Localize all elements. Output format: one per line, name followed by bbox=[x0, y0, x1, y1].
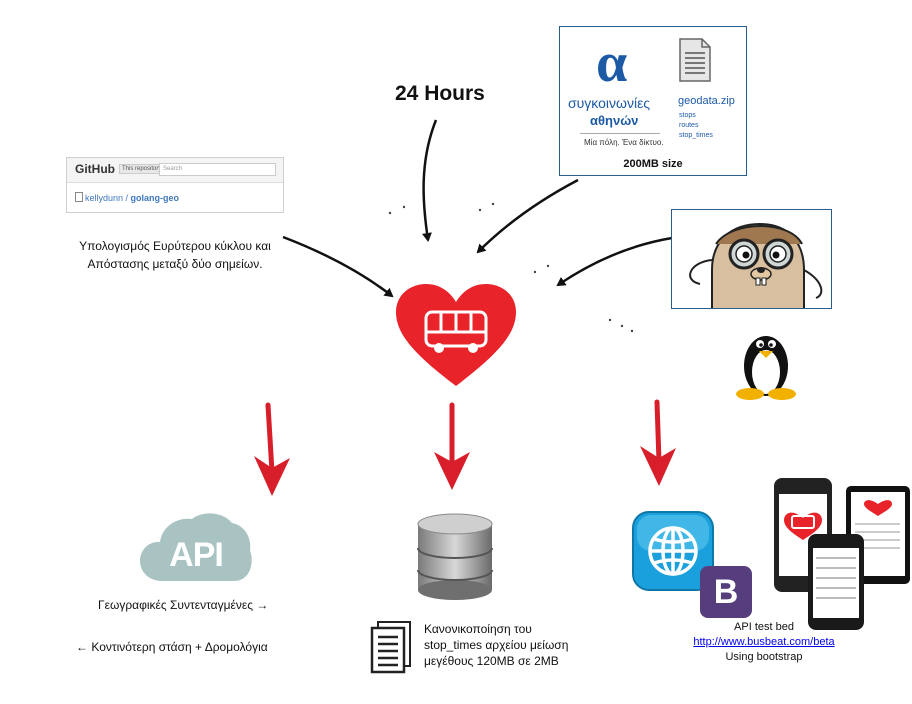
repo-icon bbox=[75, 192, 83, 202]
bootstrap-logo-letter: B bbox=[713, 573, 739, 611]
arrow-gopher-to-heart bbox=[556, 236, 673, 287]
oasa-logo: α bbox=[596, 32, 628, 94]
api-cloud-label: API bbox=[169, 536, 224, 574]
oasa-geodata-card: α συγκοινωνίες αθηνών Μία πόλη. Ένα δίκτ… bbox=[559, 26, 747, 176]
github-header: GitHub This repository Search bbox=[67, 158, 283, 183]
gopher-icon bbox=[689, 222, 823, 308]
arrow-github-to-heart bbox=[282, 235, 394, 298]
bus-icon bbox=[424, 310, 488, 348]
api-test-title: API test bed bbox=[734, 621, 794, 633]
red-arrow-right bbox=[640, 399, 676, 486]
repo-owner: kellydunn / bbox=[85, 193, 129, 203]
oasa-name-line1: συγκοινωνίες bbox=[568, 95, 651, 111]
github-scope-label: This repository bbox=[119, 164, 165, 174]
normalization-description: Κανονικοποίηση του stop_times αρχείου με… bbox=[424, 622, 569, 668]
zip-file-item: routes bbox=[679, 122, 699, 129]
oasa-slogan: Μία πόλη. Ένα δίκτυο. bbox=[584, 138, 664, 147]
zip-file-list: stops routes stop_times bbox=[679, 111, 713, 141]
red-arrow-center bbox=[434, 402, 470, 490]
oasa-name-line2: αθηνών bbox=[590, 113, 639, 128]
device-screenshots bbox=[774, 478, 910, 630]
github-search-input[interactable]: Search bbox=[159, 163, 276, 176]
github-logo: GitHub bbox=[75, 162, 115, 176]
heart-bus-logo bbox=[396, 284, 516, 386]
coordinates-label: Γεωγραφικές Συντενταγμένες → bbox=[98, 598, 269, 612]
great-circle-description: Υπολογισμός Ευρύτερου κύκλου και Απόστασ… bbox=[79, 239, 271, 271]
arrow-hours-to-heart bbox=[422, 119, 438, 242]
bootstrap-logo-icon bbox=[700, 566, 752, 618]
api-test-link[interactable]: http://www.busbeat.com/beta bbox=[693, 636, 835, 648]
linux-tux-icon bbox=[736, 336, 796, 400]
repo-name: golang-geo bbox=[130, 193, 180, 203]
zip-file-icon bbox=[679, 38, 711, 82]
zip-title: geodata.zip bbox=[678, 95, 735, 107]
arrow-oasa-to-heart bbox=[476, 178, 579, 254]
golang-gopher-card bbox=[671, 209, 832, 309]
zip-file-item: stops bbox=[679, 112, 696, 119]
github-repo-card[interactable]: GitHub This repository Search kellydunn … bbox=[66, 157, 284, 213]
document-icon bbox=[370, 621, 411, 674]
web-globe-icon[interactable] bbox=[632, 511, 714, 591]
database-icon bbox=[417, 513, 493, 600]
api-test-bed: API test bed http://www.busbeat.com/beta… bbox=[676, 620, 852, 665]
api-test-subtitle: Using bootstrap bbox=[725, 651, 803, 663]
zip-size-label: 200MB size bbox=[623, 158, 683, 170]
motion-dots bbox=[388, 202, 634, 333]
oasa-divider bbox=[580, 133, 660, 134]
red-arrow-left bbox=[254, 402, 290, 496]
zip-file-item: stop_times bbox=[679, 132, 713, 139]
nearest-stop-label: ← Κοντινότερη στάση + Δρομολόγια bbox=[76, 640, 268, 654]
hours-label: 24 Hours bbox=[395, 82, 485, 105]
api-cloud-icon bbox=[140, 513, 252, 581]
github-repo-link[interactable]: kellydunn / golang-geo bbox=[75, 192, 179, 203]
